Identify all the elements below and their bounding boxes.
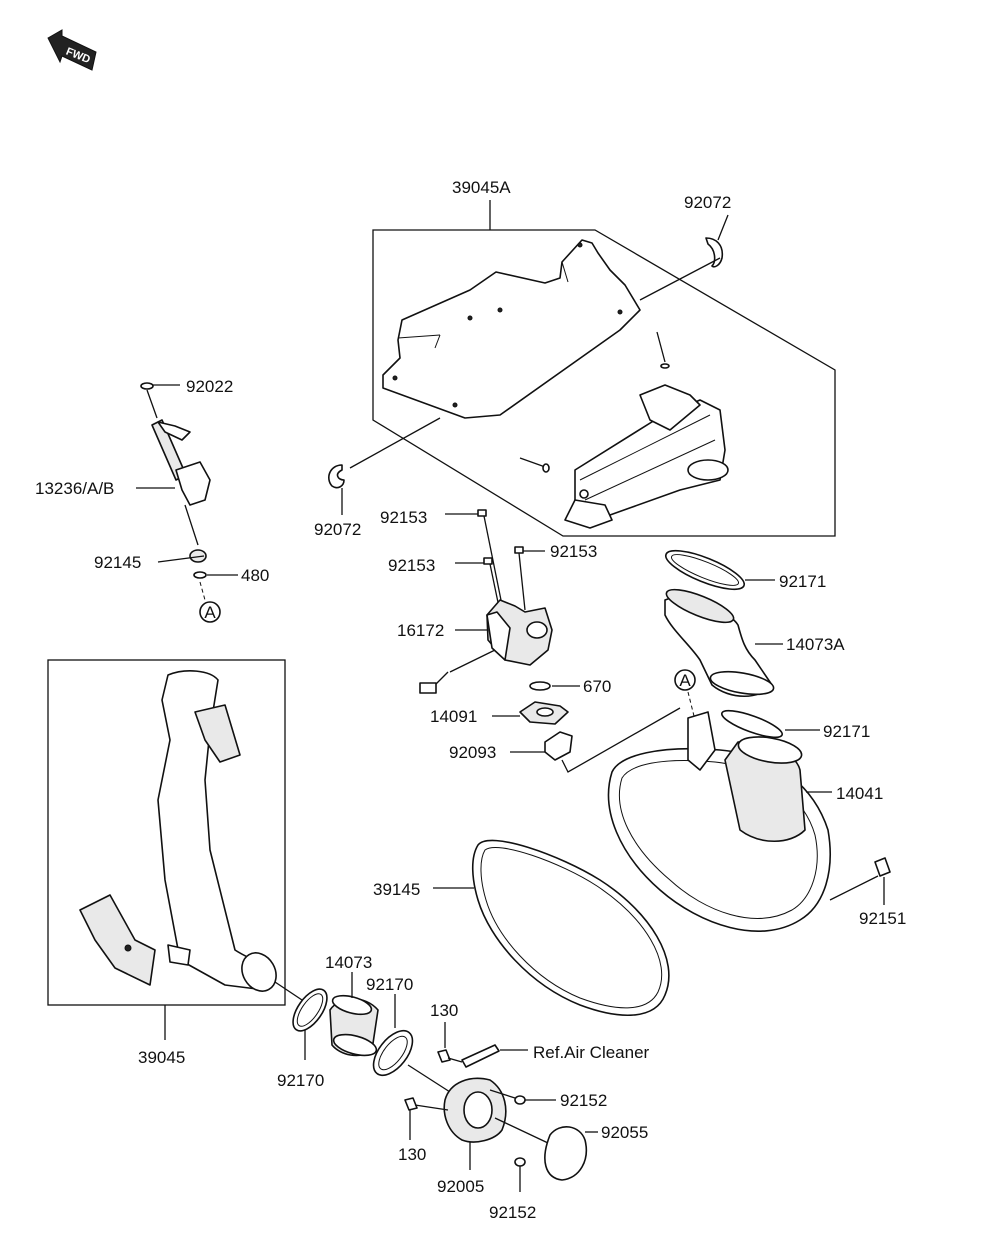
- nut-92152-top: [489, 1089, 556, 1105]
- clamp-92171-mid: [721, 709, 820, 739]
- bolt-130-bottom: [404, 1097, 449, 1140]
- air-duct-housing: [564, 384, 729, 529]
- label-92171-mid: 92171: [823, 722, 870, 741]
- gasket-92055: [544, 1126, 598, 1181]
- cover-plate: [382, 239, 641, 419]
- callout-a-right-marker: [674, 669, 696, 721]
- label-92153-b: 92153: [388, 556, 435, 575]
- cover-92005: [443, 1077, 549, 1170]
- label-14041: 14041: [836, 784, 883, 803]
- callout-a-right: A: [679, 671, 691, 690]
- label-92072-top: 92072: [684, 193, 731, 212]
- label-92153-c: 92153: [550, 542, 597, 561]
- gasket-92093: [510, 707, 681, 773]
- assembly-box-39045A: [372, 200, 836, 537]
- label-92151: 92151: [859, 909, 906, 928]
- assembly-box-39045: [47, 659, 286, 1040]
- label-92152-top: 92152: [560, 1091, 607, 1110]
- callout-a-left: A: [204, 603, 216, 622]
- fwd-arrow-icon: FWD: [47, 29, 97, 71]
- cable-13236: [136, 382, 238, 623]
- label-92171-top: 92171: [779, 572, 826, 591]
- boot-14073A: [664, 588, 783, 697]
- boot-14073: [329, 972, 379, 1057]
- clip-92072-top: [639, 214, 729, 301]
- pipe-39045: [79, 670, 277, 992]
- label-92005: 92005: [437, 1177, 484, 1196]
- label-14073A: 14073A: [786, 635, 845, 654]
- label-480: 480: [241, 566, 269, 585]
- label-14073: 14073: [325, 953, 372, 972]
- clamp-92170-bottom: [274, 981, 328, 1060]
- label-39145: 39145: [373, 880, 420, 899]
- label-130-bottom: 130: [398, 1145, 426, 1164]
- label-670: 670: [583, 677, 611, 696]
- label-92022: 92022: [186, 377, 233, 396]
- label-39045: 39045: [138, 1048, 185, 1067]
- nut-92152-bottom: [514, 1157, 526, 1192]
- label-92153-a: 92153: [380, 508, 427, 527]
- label-16172: 16172: [397, 621, 444, 640]
- bolt-92151: [829, 857, 891, 905]
- pin-ref-air-cleaner: [461, 1044, 528, 1068]
- actuator-16172: [419, 509, 553, 694]
- label-92055: 92055: [601, 1123, 648, 1142]
- clamp-92171-top: [664, 549, 775, 591]
- flange-14091: [492, 701, 569, 725]
- seal-39145: [433, 839, 670, 1017]
- clip-92072-left: [328, 417, 441, 515]
- label-92170-bottom: 92170: [277, 1071, 324, 1090]
- label-13236: 13236/A/B: [35, 479, 114, 498]
- label-92170-top: 92170: [366, 975, 413, 994]
- label-130-top: 130: [430, 1001, 458, 1020]
- label-92152-bottom: 92152: [489, 1203, 536, 1222]
- oring-670: [529, 681, 580, 691]
- duct-bolt-top: [519, 331, 670, 473]
- label-14091: 14091: [430, 707, 477, 726]
- label-ref-air-cleaner: Ref.Air Cleaner: [533, 1043, 650, 1062]
- bolt-130-top: [437, 1022, 463, 1063]
- label-92093: 92093: [449, 743, 496, 762]
- clamp-92170-top: [372, 994, 451, 1093]
- label-92145: 92145: [94, 553, 141, 572]
- label-92072-left: 92072: [314, 520, 361, 539]
- label-39045A: 39045A: [452, 178, 511, 197]
- housing-14041: [607, 711, 832, 932]
